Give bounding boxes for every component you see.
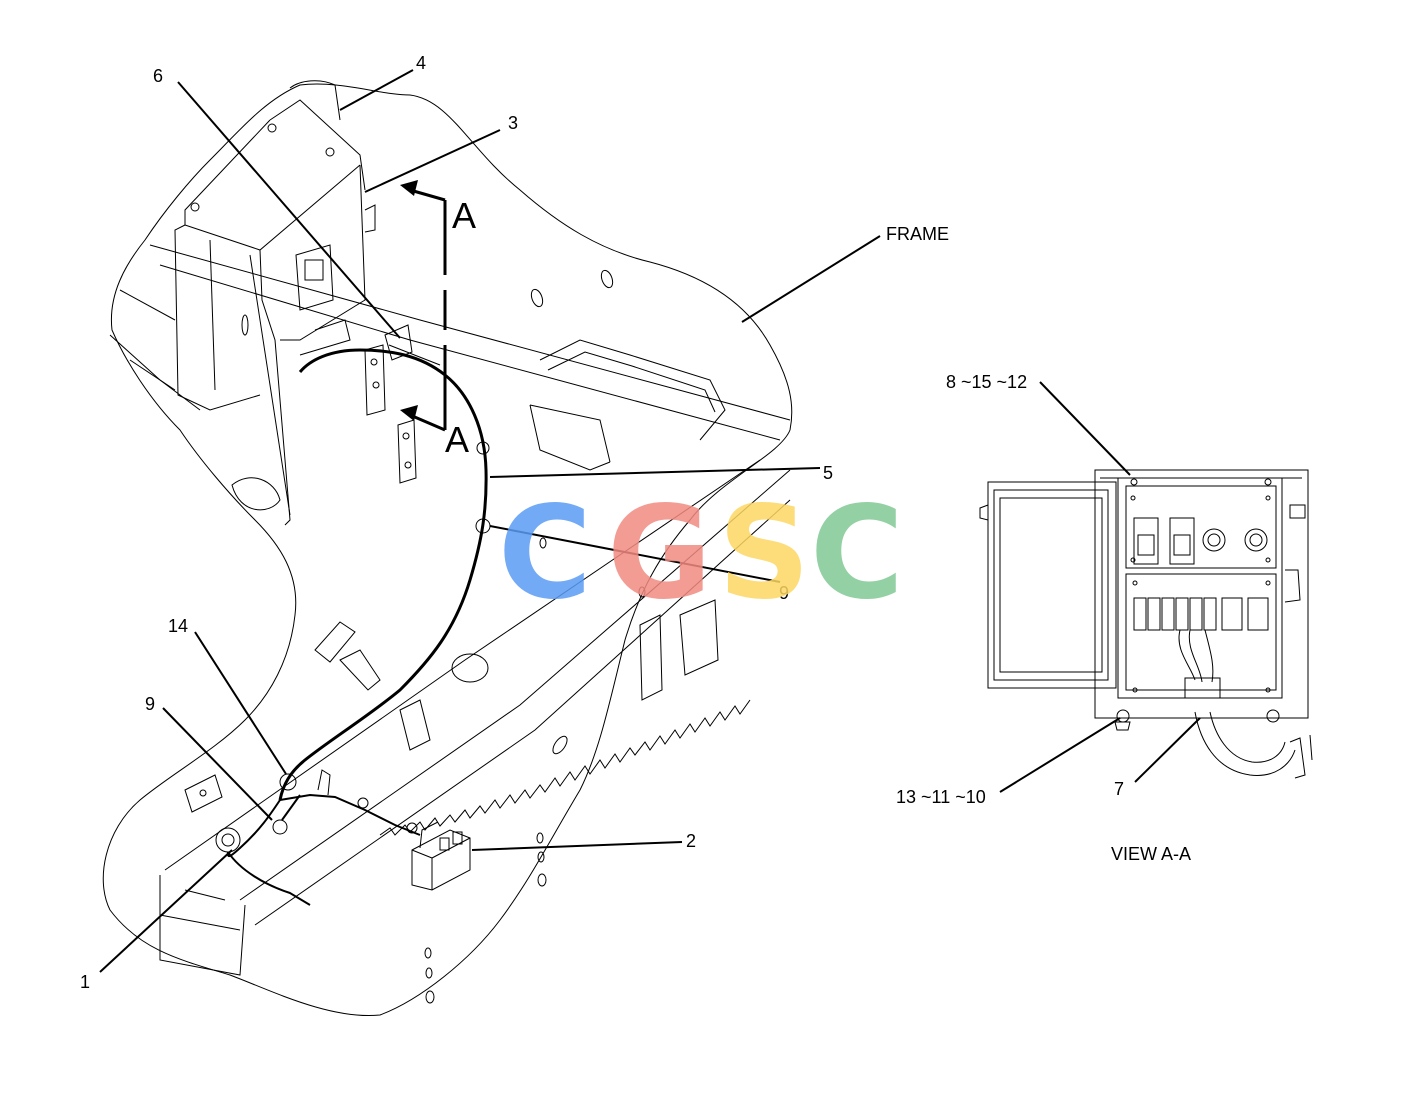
watermark-letter-4: C <box>810 479 904 628</box>
machine-frame <box>102 83 793 1017</box>
view-title: VIEW A-A <box>1111 844 1191 864</box>
callout-3: 3 <box>508 113 518 133</box>
callout-9-left: 9 <box>145 694 155 714</box>
section-mark-a-bottom: A <box>445 419 469 460</box>
section-mark-a-top: A <box>452 195 476 236</box>
view-a-a-leaders <box>999 381 1201 793</box>
callout-9-right: 9 <box>779 583 789 603</box>
callout-13-11-10: 13 ~11 ~10 <box>896 787 986 807</box>
callout-frame: FRAME <box>886 224 949 244</box>
watermark-letter-2: G <box>607 479 712 628</box>
callout-6: 6 <box>153 66 163 86</box>
callout-4: 4 <box>416 53 426 73</box>
receptacle-part-2 <box>411 821 471 891</box>
control-box-assembly <box>174 80 417 526</box>
view-a-a-panel <box>979 469 1313 779</box>
callout-1: 1 <box>80 972 90 992</box>
callout-7: 7 <box>1114 779 1124 799</box>
watermark-logo: C G S C <box>498 479 904 628</box>
section-line-a <box>400 180 447 432</box>
watermark-letter-1: C <box>498 479 592 628</box>
leader-lines <box>99 69 881 973</box>
callout-14: 14 <box>168 616 188 636</box>
callout-5: 5 <box>823 463 833 483</box>
callout-2: 2 <box>686 831 696 851</box>
cable-harness <box>215 344 491 906</box>
watermark-letter-3: S <box>718 479 810 628</box>
callout-8-15-12: 8 ~15 ~12 <box>946 372 1027 392</box>
